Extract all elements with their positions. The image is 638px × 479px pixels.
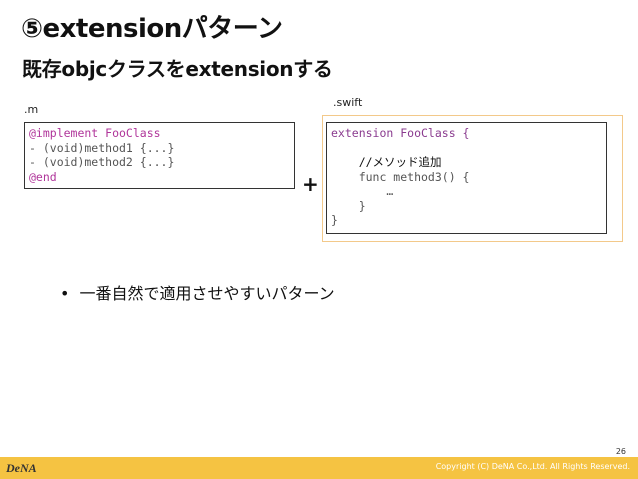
code-line: } [331, 213, 338, 227]
code-comment: //メソッド追加 [331, 155, 442, 169]
code-line: } [331, 198, 366, 213]
code-line: … [331, 184, 394, 198]
objc-file-label: .m [24, 103, 39, 116]
bullet-dot: • [60, 284, 70, 303]
code-line: func method3() { [331, 169, 470, 184]
code-line: - (void)method1 {...} [29, 140, 175, 155]
page-number: 26 [615, 447, 626, 456]
copyright-text: Copyright (C) DeNA Co.,Ltd. All Rights R… [435, 462, 630, 471]
swift-code-block: extension FooClass { //メソッド追加 func metho… [326, 122, 607, 234]
swift-frame [322, 115, 623, 242]
bullet-text: 一番自然で適用させやすいパターン [79, 284, 335, 303]
code-line: - (void)method2 {...} [29, 155, 175, 169]
bullet-item: • 一番自然で適用させやすいパターン [60, 280, 335, 304]
code-line: @end [29, 169, 57, 184]
code-line [331, 141, 606, 156]
dena-logo: DeNA [0, 457, 49, 479]
slide-subtitle: 既存objcクラスをextensionする [22, 57, 333, 81]
swift-file-label: .swift [333, 96, 363, 109]
footer-bar: DeNA Copyright (C) DeNA Co.,Ltd. All Rig… [0, 457, 638, 479]
objc-code-block: @implement FooClass - (void)method1 {...… [24, 122, 295, 189]
code-line: @implement FooClass [29, 126, 161, 140]
slide-title: ⑤extensionパターン [21, 14, 283, 44]
code-line: extension FooClass { [331, 126, 470, 140]
plus-sign: + [302, 172, 319, 196]
